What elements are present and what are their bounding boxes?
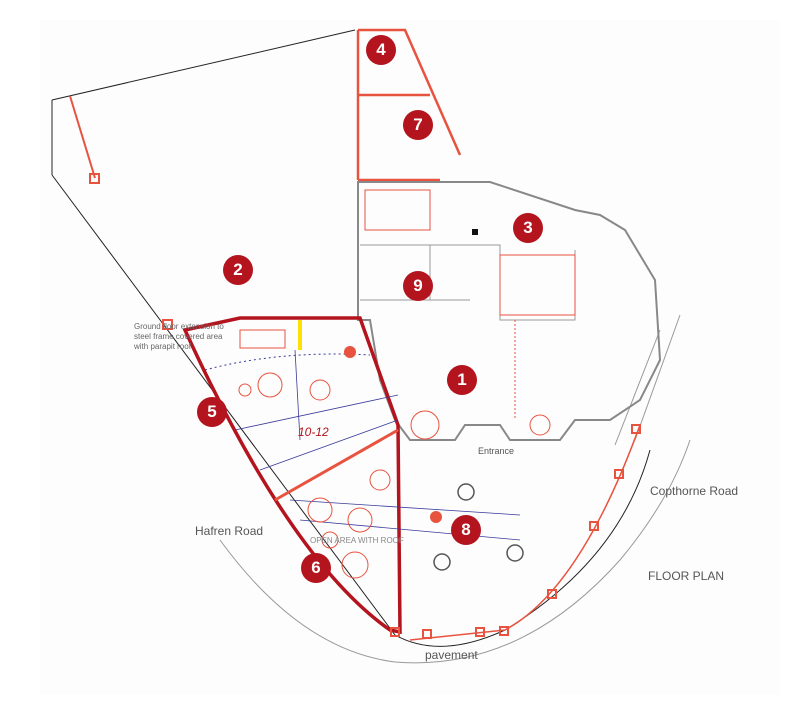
marker-6[interactable]: 6 bbox=[301, 553, 331, 583]
marker-4[interactable]: 4 bbox=[366, 35, 396, 65]
marker-2[interactable]: 2 bbox=[223, 255, 253, 285]
marker-9[interactable]: 9 bbox=[403, 271, 433, 301]
marker-1[interactable]: 1 bbox=[447, 365, 477, 395]
open-area-label: OPEN AREA WITH ROOF bbox=[310, 536, 404, 545]
entrance-label: Entrance bbox=[478, 446, 515, 456]
marker-8[interactable]: 8 bbox=[451, 515, 481, 545]
hafren-road-label: Hafren Road bbox=[195, 524, 264, 538]
pavement-label: pavement bbox=[425, 648, 478, 662]
marker-3[interactable]: 3 bbox=[513, 213, 543, 243]
copthorne-road-label: Copthorne Road bbox=[650, 484, 739, 498]
extension-note: Ground floor extension to steel frame co… bbox=[134, 322, 224, 351]
marker-5[interactable]: 5 bbox=[197, 397, 227, 427]
table-range-label: 10-12 bbox=[298, 425, 329, 439]
marker-7[interactable]: 7 bbox=[403, 110, 433, 140]
floor-plan-title: FLOOR PLAN bbox=[648, 569, 725, 583]
